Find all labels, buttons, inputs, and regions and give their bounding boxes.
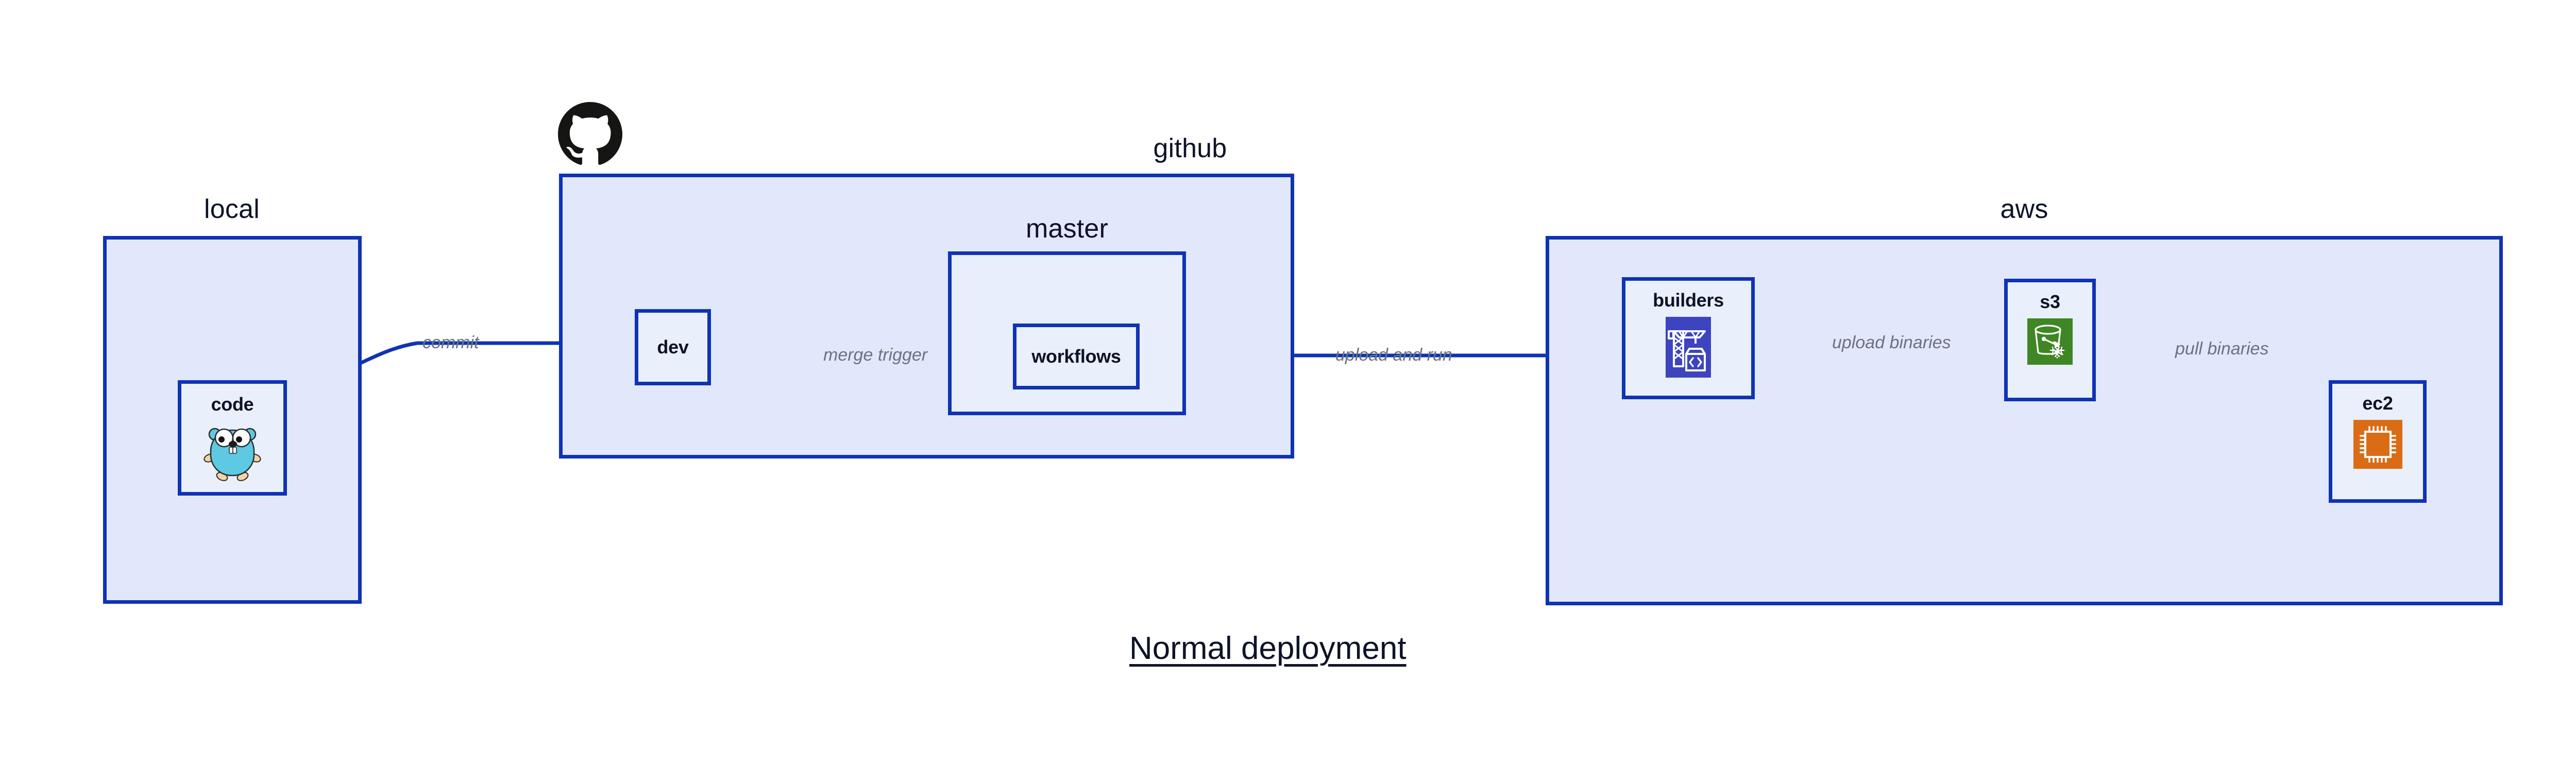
- edge-label-merge-trigger: merge trigger: [823, 345, 928, 365]
- node-s3[interactable]: s3: [2004, 279, 2096, 401]
- node-label-dev: dev: [657, 336, 689, 358]
- node-label-builders: builders: [1653, 290, 1724, 311]
- github-octocat-logo: [558, 102, 622, 166]
- aws-codebuild-icon: [1666, 317, 1711, 380]
- aws-s3-glacier-icon: [2027, 318, 2073, 367]
- golang-gopher-icon: [201, 421, 263, 484]
- cluster-label-master: master: [1025, 214, 1109, 244]
- node-code[interactable]: code: [178, 380, 287, 496]
- node-ec2[interactable]: ec2: [2329, 380, 2427, 503]
- edge-label-upload-and-run: upload and run: [1335, 345, 1452, 365]
- edge-label-upload-binaries: upload binaries: [1832, 333, 1951, 352]
- diagram-caption: Normal deployment: [1129, 631, 1406, 666]
- cluster-label-aws: aws: [2000, 194, 2048, 224]
- node-label-s3: s3: [2040, 291, 2060, 312]
- node-label-workflows: workflows: [1031, 346, 1121, 367]
- cluster-label-local: local: [204, 194, 260, 224]
- node-workflows[interactable]: workflows: [1013, 324, 1140, 389]
- node-label-code: code: [211, 394, 254, 415]
- edge-label-commit: commit: [422, 333, 479, 352]
- edge-label-pull-binaries: pull binaries: [2175, 339, 2269, 359]
- node-builders[interactable]: builders: [1622, 277, 1755, 399]
- node-label-ec2: ec2: [2362, 393, 2393, 414]
- node-dev[interactable]: dev: [635, 309, 711, 385]
- aws-ec2-icon: [2353, 420, 2402, 471]
- cluster-label-github: github: [1153, 133, 1227, 163]
